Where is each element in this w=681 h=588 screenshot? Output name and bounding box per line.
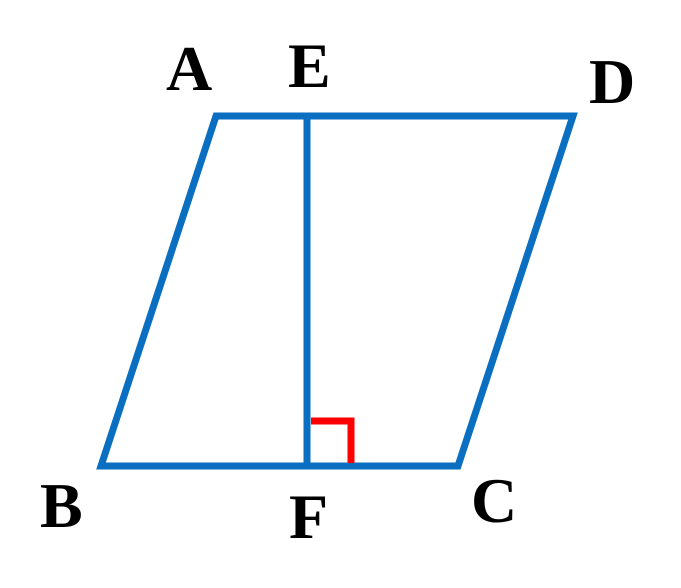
label-e: E — [288, 30, 331, 101]
label-c: C — [471, 465, 517, 536]
right-angle-marker — [311, 417, 355, 463]
parallelogram-abcd — [96, 112, 578, 470]
label-d: D — [589, 46, 635, 117]
label-a: A — [166, 33, 212, 104]
label-b: B — [40, 470, 83, 541]
label-f: F — [289, 481, 328, 552]
